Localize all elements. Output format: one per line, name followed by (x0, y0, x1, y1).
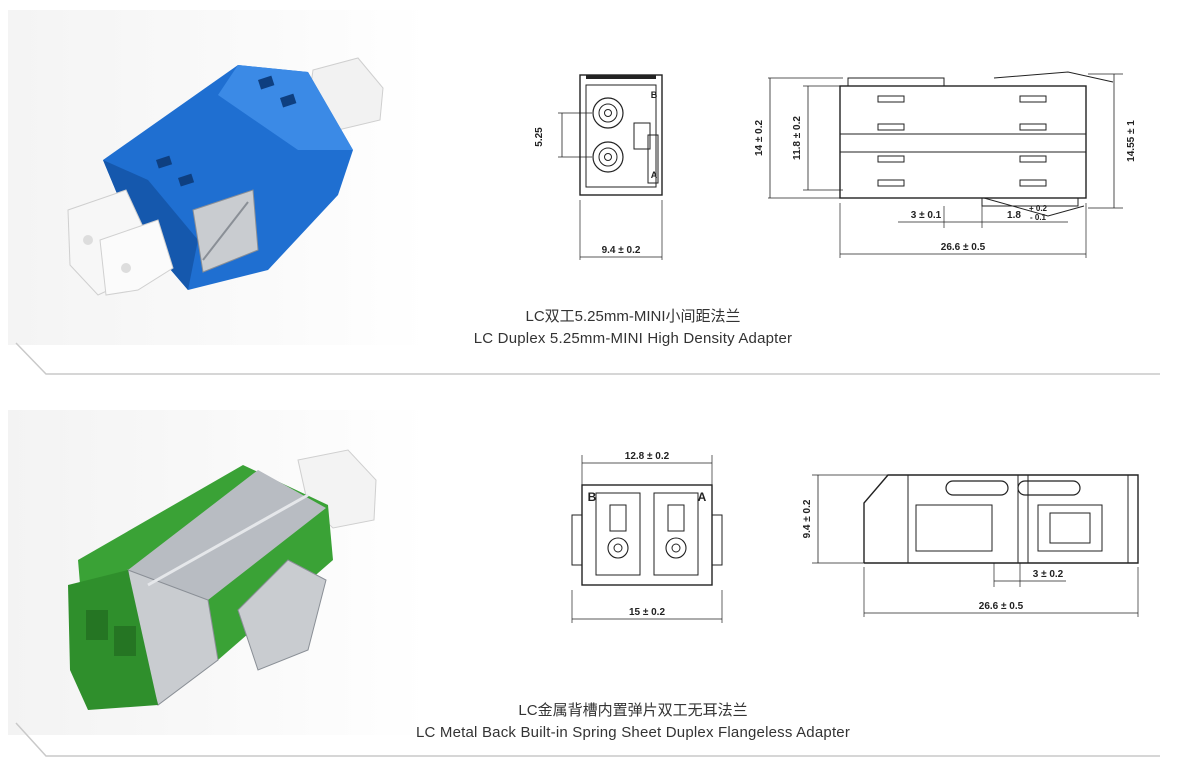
dim-length: 26.6 ± 0.5 (941, 242, 986, 253)
front-view-drawing: 5.25 9.4 ± 0.2 B A (530, 65, 680, 265)
dim-slot: 3 ± 0.1 (911, 210, 942, 221)
dim-bottom-width: 15 ± 0.2 (629, 607, 666, 618)
dim-top-width: 12.8 ± 0.2 (625, 451, 670, 462)
caption-english: LC Duplex 5.25mm-MINI High Density Adapt… (473, 330, 793, 347)
caption-chinese-2: LC金属背槽内置弹片双工无耳法兰 (518, 702, 748, 719)
section-divider-2 (15, 722, 1160, 757)
side-view-drawing-2: 9.4 ± 0.2 3 ± 0.2 26.6 ± 0.5 (798, 465, 1148, 635)
product-caption-2: LC金属背槽内置弹片双工无耳法兰 LC Metal Back Built-in … (293, 700, 973, 744)
section-divider (15, 342, 1160, 375)
product-section-lc-metal-back: 12.8 ± 0.2 15 ± 0.2 B A 9.4 ± 0.2 (0, 380, 1179, 773)
dim-height-2: 9.4 ± 0.2 (802, 499, 813, 538)
port-label-b: B (651, 90, 658, 100)
port-label-a: A (651, 170, 658, 180)
dim-front-width: 9.4 ± 0.2 (602, 245, 641, 256)
product-section-lc-duplex-mini: 5.25 9.4 ± 0.2 B A (0, 0, 1179, 380)
dim-height-clip: 14.55 ± 1 (1126, 120, 1137, 162)
dim-clip-tol-plus: + 0.2 (1029, 204, 1048, 213)
dim-pitch: 5.25 (534, 127, 545, 147)
dim-clip-tol-minus: - 0.1 (1030, 213, 1047, 222)
caption-english-2: LC Metal Back Built-in Spring Sheet Dupl… (415, 724, 851, 741)
dim-slot-2: 3 ± 0.2 (1033, 569, 1064, 580)
product-photo-blue-adapter (8, 10, 428, 345)
caption-chinese: LC双工5.25mm-MINI小间距法兰 (525, 308, 741, 325)
port-label-b-2: B (588, 490, 597, 504)
product-photo-green-adapter (8, 410, 428, 735)
product-caption: LC双工5.25mm-MINI小间距法兰 LC Duplex 5.25mm-MI… (293, 306, 973, 350)
dim-height-outer: 14 ± 0.2 (754, 120, 765, 157)
dim-length-2: 26.6 ± 0.5 (979, 601, 1024, 612)
front-view-drawing-2: 12.8 ± 0.2 15 ± 0.2 B A (560, 445, 735, 625)
dim-clip-offset: 1.8 (1007, 210, 1021, 221)
port-label-a-2: A (698, 490, 707, 504)
dim-height-inner: 11.8 ± 0.2 (792, 116, 803, 160)
side-view-drawing: 14 ± 0.2 11.8 ± 0.2 14.55 ± 1 26.6 ± 0.5… (748, 68, 1148, 268)
